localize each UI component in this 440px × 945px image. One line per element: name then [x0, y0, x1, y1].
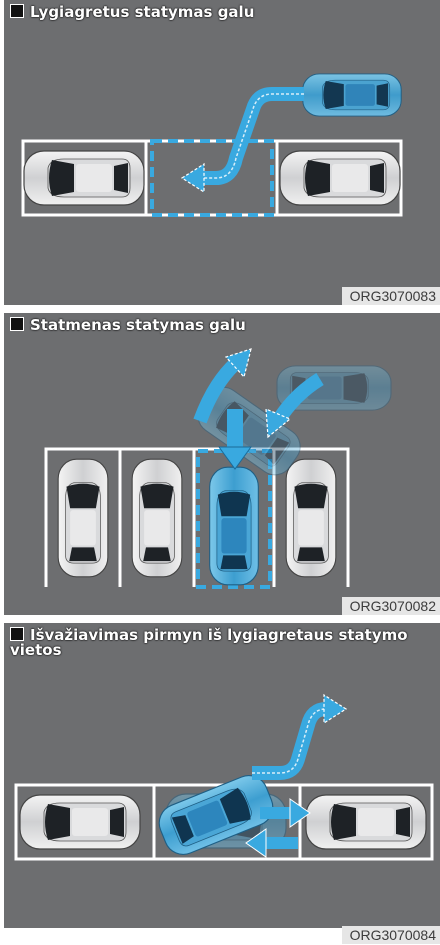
arrowhead [324, 695, 346, 723]
parked-car [286, 459, 336, 577]
down-arrow-shaft [227, 409, 243, 447]
right-arrow-shaft [260, 807, 290, 819]
parallel-exit-diagram [4, 623, 440, 928]
perpendicular-parking-diagram [4, 313, 440, 615]
parked-car [306, 795, 426, 849]
parked-car [280, 151, 400, 205]
parked-car [58, 459, 108, 577]
parked-car [132, 459, 182, 577]
parked-car [20, 795, 140, 849]
bullet-square-icon [10, 317, 24, 331]
bullet-square-icon [10, 4, 24, 18]
moving-car [303, 74, 401, 116]
figure-code: ORG3070084 [342, 926, 440, 944]
figure-code: ORG3070083 [342, 287, 440, 305]
left-arrow-shaft [266, 837, 298, 849]
parked-car [24, 151, 144, 205]
panel-parallel-exit-forward: Išvažiavimas pirmyn iš lygiagretaus stat… [4, 623, 440, 928]
parallel-parking-diagram [4, 0, 440, 305]
panel-title: Statmenas statymas galu [10, 317, 246, 334]
arrowhead [182, 164, 204, 192]
exit-path-arrow [252, 709, 326, 773]
panel-parallel-reverse-parking: Lygiagretus statymas galu ORG3070083 [4, 0, 440, 305]
bullet-square-icon [10, 627, 24, 641]
moving-car [210, 467, 259, 585]
panel-title: Lygiagretus statymas galu [10, 4, 254, 21]
panel-title: Išvažiavimas pirmyn iš lygiagretaus stat… [10, 627, 430, 658]
figure-code: ORG3070082 [342, 597, 440, 615]
panel-perpendicular-reverse-parking: Statmenas statymas galu ORG3070082 [4, 313, 440, 615]
